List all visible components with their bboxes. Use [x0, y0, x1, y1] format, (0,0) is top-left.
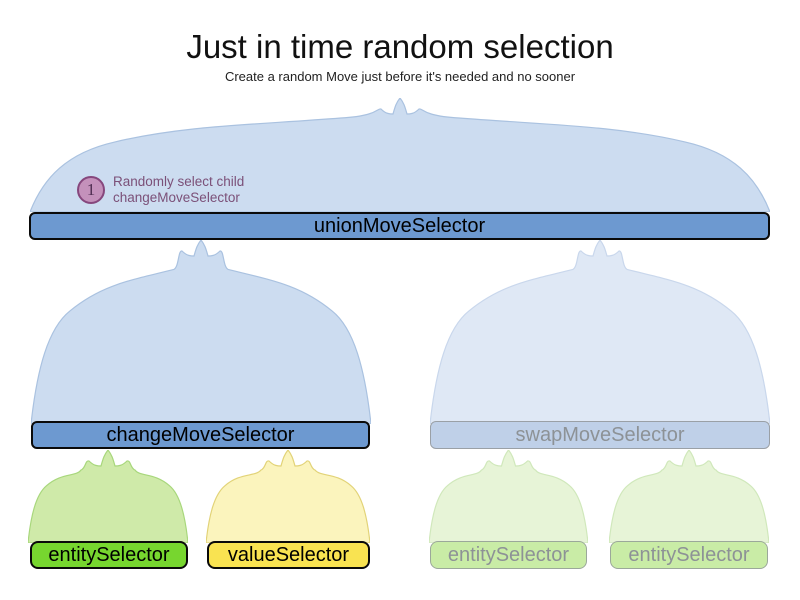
step-1-badge: 1	[77, 176, 105, 204]
node-entity-selector-right2: entitySelector	[610, 541, 768, 569]
node-entity-selector-left: entitySelector	[30, 541, 188, 569]
node-value-selector: valueSelector	[207, 541, 370, 569]
node-change-move-selector: changeMoveSelector	[31, 421, 370, 449]
node-label: entitySelector	[447, 543, 570, 566]
step-1-note: Randomly select child changeMoveSelector	[113, 174, 333, 206]
swap-selector-arch	[430, 240, 770, 424]
entity-selector-left-arch	[28, 450, 188, 543]
node-label: entitySelector	[628, 543, 750, 566]
page-subtitle: Create a random Move just before it's ne…	[224, 69, 576, 84]
node-union-move-selector: unionMoveSelector	[29, 212, 770, 240]
node-entity-selector-right1: entitySelector	[430, 541, 587, 569]
node-label: changeMoveSelector	[106, 423, 295, 446]
change-selector-arch	[31, 240, 371, 424]
node-label: entitySelector	[48, 543, 170, 566]
page-title: Just in time random selection	[186, 28, 614, 65]
step-number: 1	[86, 180, 96, 199]
entity-selector-right2-arch	[609, 450, 769, 543]
value-selector-arch	[206, 450, 370, 543]
node-label: swapMoveSelector	[515, 423, 685, 446]
step-1-note-line2: changeMoveSelector	[113, 190, 240, 205]
node-label: unionMoveSelector	[313, 214, 486, 237]
node-label: valueSelector	[227, 543, 350, 566]
union-selector-arch	[30, 98, 770, 212]
step-1-note-line1: Randomly select child	[113, 174, 245, 189]
entity-selector-right1-arch	[429, 450, 588, 543]
node-swap-move-selector: swapMoveSelector	[430, 421, 770, 449]
